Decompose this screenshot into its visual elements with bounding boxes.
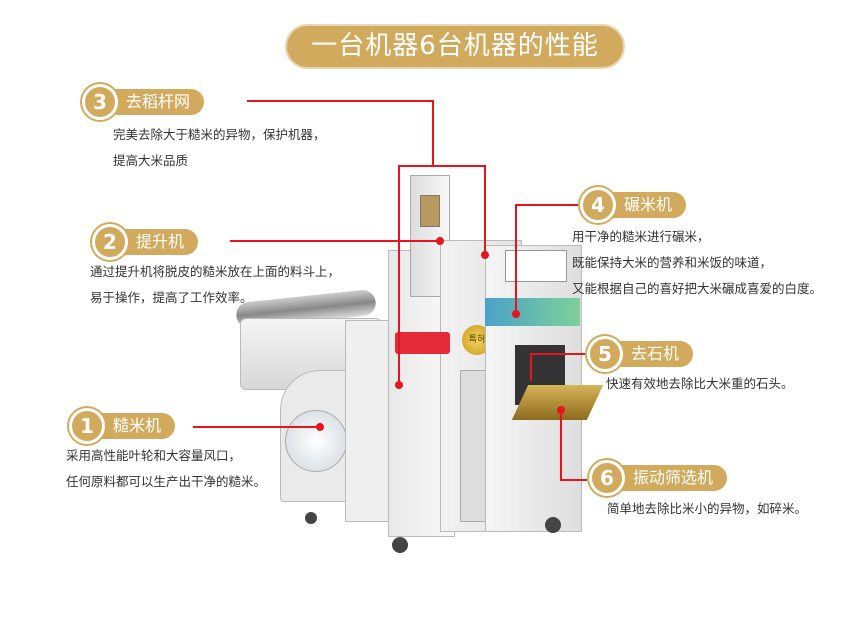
desc-line: 任何原料都可以生产出干净的糙米。 [66, 474, 267, 489]
number-circle: 1 [69, 408, 105, 444]
desc-line: 完美去除大于糙米的异物，保护机器， [113, 127, 326, 142]
feature-label: 振动筛选机 [617, 465, 728, 491]
feature-desc-3: 完美去除大于糙米的异物，保护机器， 提高大米品质 [113, 122, 326, 174]
desc-line: 提高大米品质 [113, 153, 189, 168]
number-circle: 2 [92, 224, 128, 260]
feature-label: 去稻杆网 [110, 89, 205, 115]
desc-line: 易于操作，提高了工作效率。 [90, 290, 253, 305]
desc-line: 简单地去除比米小的异物，如碎米。 [607, 501, 808, 516]
desc-line: 既能保持大米的营养和米饭的味道， [572, 255, 773, 270]
desc-line: 快速有效地去除比大米重的石头。 [606, 376, 794, 391]
number-circle: 6 [589, 460, 625, 496]
feature-badge-3: 3 去稻杆网 [82, 84, 205, 120]
desc-line: 通过提升机将脱皮的糙米放在上面的料斗上， [90, 264, 341, 279]
feature-desc-5: 快速有效地去除比大米重的石头。 [606, 371, 794, 397]
title-banner: 一台机器6台机器的性能 [287, 26, 623, 67]
feature-badge-6: 6 振动筛选机 [589, 460, 728, 496]
desc-line: 采用高性能叶轮和大容量风口， [66, 448, 242, 463]
number-circle: 5 [587, 336, 623, 372]
feature-label: 碾米机 [608, 192, 687, 218]
feature-desc-4: 用干净的糙米进行碾米， 既能保持大米的营养和米饭的味道， 又能根据自己的喜好把大… [572, 224, 822, 302]
feature-badge-4: 4 碾米机 [580, 187, 687, 223]
feature-label: 提升机 [120, 229, 199, 255]
feature-label: 去石机 [615, 341, 694, 367]
number-circle: 3 [82, 84, 118, 120]
feature-desc-6: 简单地去除比米小的异物，如碎米。 [607, 496, 807, 522]
feature-label: 糙米机 [97, 413, 176, 439]
feature-badge-1: 1 糙米机 [69, 408, 176, 444]
desc-line: 用干净的糙米进行碾米， [572, 229, 710, 244]
feature-badge-2: 2 提升机 [92, 224, 199, 260]
desc-line: 又能根据自己的喜好把大米碾成喜爱的白度。 [572, 281, 823, 296]
feature-desc-2: 通过提升机将脱皮的糙米放在上面的料斗上， 易于操作，提高了工作效率。 [90, 259, 340, 311]
number-circle: 4 [580, 187, 616, 223]
feature-badge-5: 5 去石机 [587, 336, 694, 372]
feature-desc-1: 采用高性能叶轮和大容量风口， 任何原料都可以生产出干净的糙米。 [66, 443, 266, 495]
